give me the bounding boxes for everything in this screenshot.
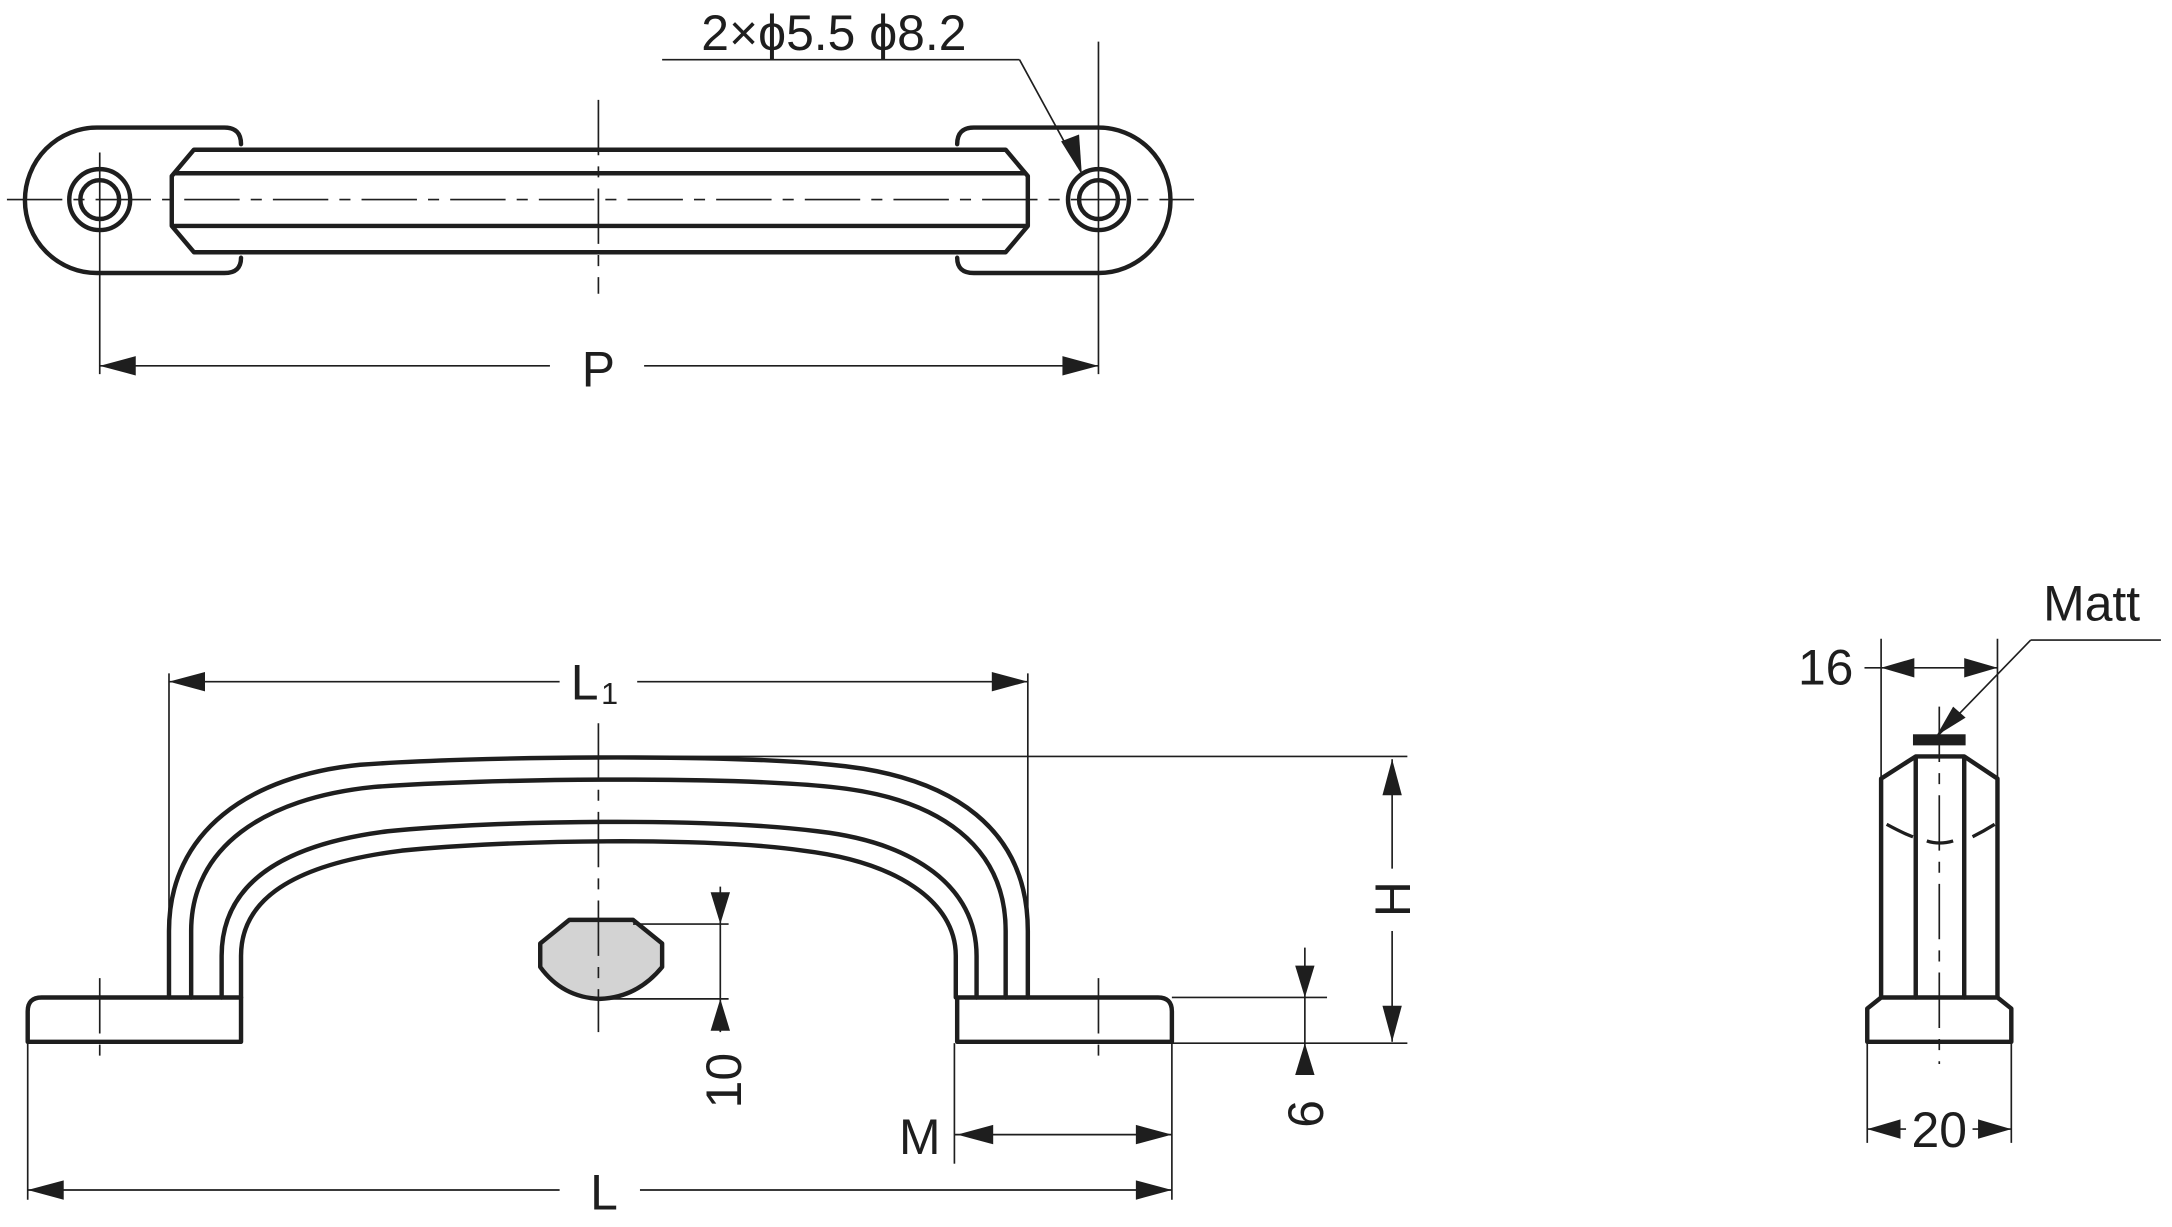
handle-bar-top bbox=[169, 147, 1031, 255]
left-mounting-lug bbox=[22, 125, 244, 276]
grip-cross-section bbox=[538, 917, 665, 1002]
grip-section-value: 10 bbox=[696, 1053, 752, 1108]
top-view: P 2×ϕ5.5 ϕ8.2 bbox=[6, 5, 1195, 398]
overall-length-label: L bbox=[590, 1164, 618, 1220]
left-foot bbox=[25, 995, 244, 1045]
foot-thickness-value: 6 bbox=[1278, 1100, 1334, 1128]
handle-arch-outer bbox=[166, 755, 1031, 1000]
top-width-value: 16 bbox=[1798, 639, 1853, 695]
hole-callout: 2×ϕ5.5 ϕ8.2 bbox=[701, 5, 966, 61]
front-view: L 1 H 6 10 M L bbox=[25, 655, 1421, 1220]
inner-length-subscript: 1 bbox=[601, 677, 618, 711]
inner-length-label: L bbox=[571, 655, 599, 711]
right-foot bbox=[954, 995, 1175, 1045]
height-label: H bbox=[1365, 881, 1421, 917]
finish-label: Matt bbox=[2043, 576, 2140, 632]
base-width-value: 20 bbox=[1912, 1102, 1967, 1158]
pitch-label: P bbox=[582, 342, 615, 398]
foot-length-label: M bbox=[899, 1109, 941, 1165]
side-view: Matt 16 20 bbox=[1798, 576, 2161, 1158]
right-mounting-lug bbox=[954, 125, 1173, 276]
matt-finish-mark bbox=[1912, 734, 1966, 746]
